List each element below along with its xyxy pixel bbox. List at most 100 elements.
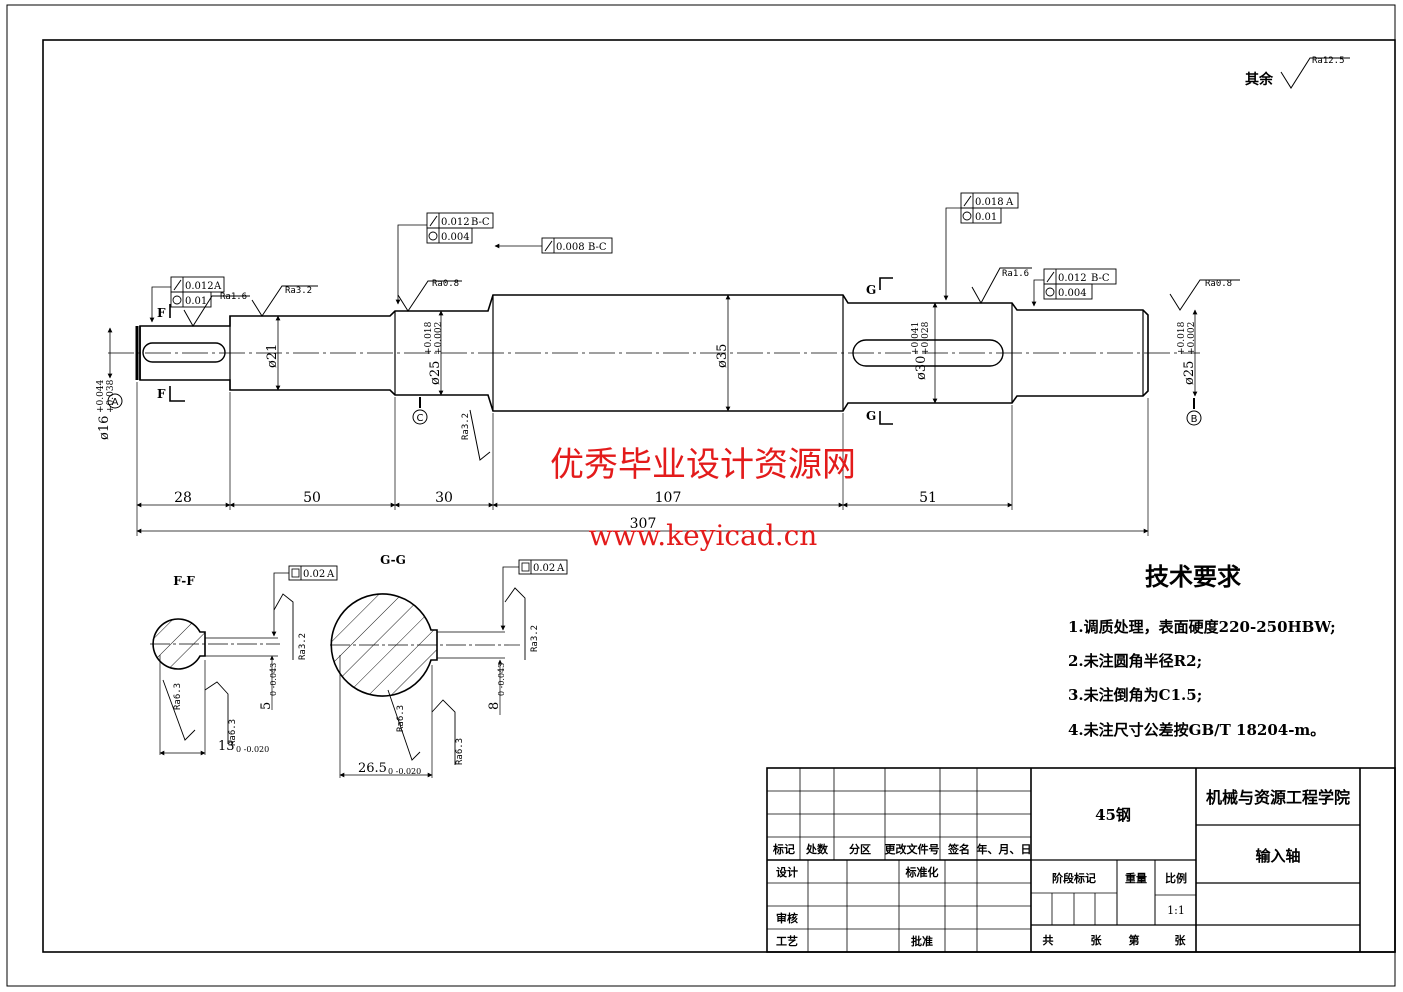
datum-a: A (107, 393, 123, 409)
gdt-seat-b: 0.012 B-C 0.004 (1031, 268, 1117, 307)
len-30: 30 (435, 490, 453, 506)
dimension-lines (136, 502, 1149, 534)
keyway-right (852, 339, 1004, 367)
datum-c: C (412, 397, 428, 425)
ff-width-tol: 0 -0.020 (236, 745, 269, 754)
svg-text:0.012: 0.012 (1058, 273, 1087, 284)
roughness-other: 其余 Ra12.5 (1245, 56, 1350, 89)
tb-total: 共 (1043, 933, 1054, 947)
svg-text:A: A (213, 281, 222, 292)
inner-frame (42, 39, 1396, 953)
svg-text:C: C (417, 413, 424, 424)
svg-text:A: A (1005, 197, 1014, 208)
section-f-bottom: F (157, 387, 166, 401)
gg-width-tol: 0 -0.020 (388, 767, 421, 776)
datum-b: B (1186, 398, 1202, 426)
dia-30-tol-upper: +0.041 (911, 322, 921, 355)
svg-text:B-C: B-C (1091, 273, 1110, 284)
section-ff-view: 0.02 A (150, 565, 338, 756)
tb-sheet: 张 (1175, 933, 1187, 947)
diameter-dims (107, 294, 1198, 412)
dia-25b-tol-upper: +0.018 (1177, 321, 1187, 355)
gg-width: 26.5 (358, 761, 387, 776)
section-g-top: G (866, 283, 876, 297)
section-g-bottom: G (866, 409, 876, 423)
ff-depth-tol: 0 -0.043 (269, 663, 278, 696)
tb-material: 45钢 (1095, 806, 1131, 824)
svg-text:0.018: 0.018 (975, 197, 1004, 208)
svg-text:0.008: 0.008 (556, 242, 585, 253)
ra-seat-c: Ra0.8 (432, 279, 459, 289)
svg-text:B-C: B-C (471, 217, 490, 228)
svg-text:A: A (556, 563, 565, 574)
svg-text:0.012: 0.012 (441, 217, 470, 228)
gdt-g: 0.018 A 0.01 (943, 192, 1019, 301)
tb-standardize: 标准化 (905, 865, 939, 879)
tb-school: 机械与资源工程学院 (1206, 788, 1350, 807)
gg-depth-tol: 0 -0.043 (497, 663, 506, 696)
gg-ra-flank: Ra3.2 (530, 625, 540, 652)
len-107: 107 (655, 490, 682, 506)
tb-design: 设计 (776, 865, 798, 879)
gdt-seat-c: 0.012 B-C 0.004 (395, 212, 494, 305)
svg-text:签名: 签名 (947, 842, 970, 856)
gg-ra-bottom: Ra6.3 (396, 705, 406, 732)
svg-text:年、月、日: 年、月、日 (977, 842, 1032, 856)
revision-headers: 标记 处数 分区 更改文件号 签名 年、月、日 (772, 842, 1032, 856)
dia-25c-tol-lower: +0.002 (434, 322, 444, 355)
tech-item-4: 4.未注尺寸公差按GB/T 18204-m。 (1068, 721, 1325, 739)
gg-depth: 8 (487, 702, 502, 710)
tech-item-3: 3.未注倒角为C1.5; (1068, 686, 1202, 704)
ra-seat-b: Ra0.8 (1205, 279, 1232, 289)
len-28: 28 (174, 490, 192, 506)
roughness-symbol-icon (1280, 57, 1350, 89)
ff-depth: 5 (259, 702, 274, 710)
dia-25b-tol-lower: +0.002 (1187, 322, 1197, 355)
section-ff-title: F-F (173, 574, 195, 588)
dia-25c-tol-upper: +0.018 (424, 321, 434, 355)
ff-ra-flank: Ra3.2 (298, 633, 308, 660)
ra-key-g: Ra1.6 (1002, 269, 1029, 279)
tb-page: 第 (1129, 933, 1140, 947)
svg-text:B-C: B-C (588, 242, 607, 253)
section-marks (169, 277, 893, 425)
svg-text:0.004: 0.004 (441, 232, 470, 243)
tb-approve: 批准 (911, 934, 933, 948)
roughness-other-value: Ra12.5 (1312, 56, 1345, 66)
ra-left-end: Ra1.6 (220, 292, 247, 302)
tb-scale: 比例 (1165, 871, 1187, 885)
dia-35: ø35 (715, 344, 730, 368)
len-51: 51 (919, 490, 937, 506)
gg-ra-bottom2: Ra6.3 (455, 738, 465, 765)
svg-text:B: B (1191, 414, 1198, 425)
tb-review: 审核 (776, 911, 798, 925)
gdt-d35: 0.008 B-C (494, 237, 613, 254)
tb-process: 工艺 (776, 934, 798, 948)
len-50: 50 (303, 490, 321, 506)
svg-text:A: A (326, 569, 335, 580)
tech-heading: 技术要求 (1145, 562, 1241, 591)
svg-text:0.02: 0.02 (533, 563, 555, 574)
len-total: 307 (630, 516, 657, 532)
svg-text:处数: 处数 (805, 842, 829, 856)
dia-16: ø16 (97, 416, 112, 440)
extension-lines (136, 382, 1149, 536)
svg-text:标记: 标记 (772, 842, 795, 856)
ra-seat-c-shoulder: Ra3.2 (461, 413, 471, 440)
section-gg-view: 0.02 A (330, 559, 568, 778)
watermark-title: 优秀毕业设计资源网 (550, 445, 856, 485)
tb-sheets: 张 (1091, 933, 1103, 947)
svg-text:0.012: 0.012 (185, 281, 214, 292)
tb-scale-value: 1:1 (1167, 904, 1185, 917)
svg-text:0.01: 0.01 (975, 212, 997, 223)
dia-30-tol-lower: +0.028 (921, 321, 931, 355)
outer-border (6, 4, 1396, 987)
dia-30: ø30 (914, 356, 929, 380)
ff-ra-bottom2: Ra6.3 (228, 719, 238, 746)
svg-text:0.004: 0.004 (1058, 288, 1087, 299)
tech-item-2: 2.未注圆角半径R2; (1068, 652, 1202, 670)
roughness-other-prefix: 其余 (1245, 71, 1274, 88)
gdt-left: 0.012 A 0.01 (149, 276, 225, 323)
title-block (766, 767, 1396, 953)
